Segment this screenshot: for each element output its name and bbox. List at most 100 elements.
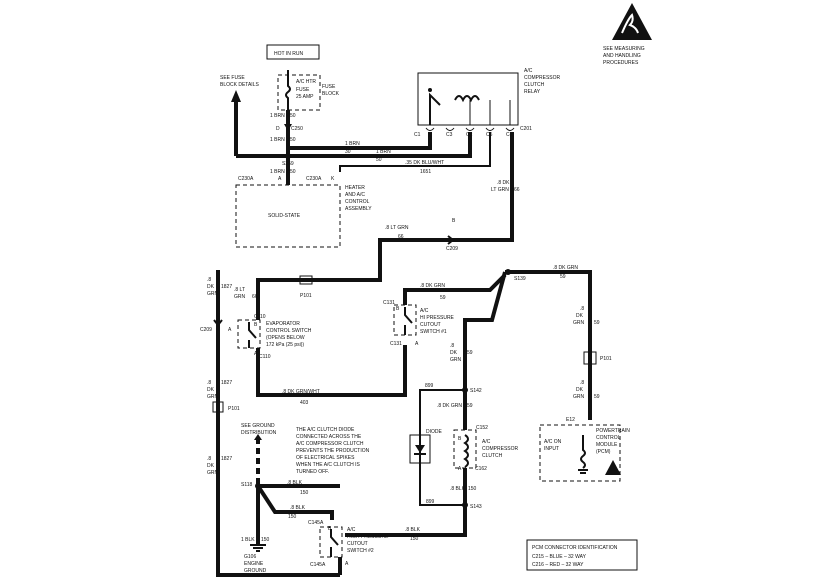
evaporator-switch bbox=[237, 319, 261, 349]
pcm-module bbox=[539, 424, 621, 482]
label-wires-a_l: A bbox=[228, 327, 232, 333]
label-wires-n1827a: 1827 bbox=[221, 284, 232, 290]
label-note-4: OF ELECTRICAL SPIKES bbox=[296, 455, 355, 461]
label-wires-c131_b: C131 bbox=[390, 341, 402, 347]
label-wires-n150d: 150 bbox=[288, 514, 297, 520]
label-relay-conn: C201 bbox=[520, 126, 532, 132]
esd-small-icon bbox=[605, 460, 621, 475]
label-pcm_conn-r1: C215 – BLUE – 32 WAY bbox=[532, 554, 587, 560]
fuse-symbol-icon bbox=[285, 70, 291, 110]
label-wires-a_hi: A bbox=[415, 341, 419, 347]
label-hipress2-3: SWITCH #2 bbox=[347, 548, 374, 554]
label-hipress-1: HI PRESSURE bbox=[420, 315, 455, 321]
fuse-label-2: FUSE bbox=[296, 87, 310, 93]
label-wires-n50a: 50 bbox=[290, 113, 296, 119]
fuse-block-label-1: FUSE bbox=[322, 84, 336, 90]
label-wires-c209l: C209 bbox=[200, 327, 212, 333]
label-diode: DIODE bbox=[426, 429, 443, 435]
label-wires-p101b: P101 bbox=[228, 406, 240, 412]
label-wires-k: K bbox=[331, 176, 335, 182]
label-clutch-2: CLUTCH bbox=[482, 453, 503, 459]
fuse-block-outline bbox=[277, 74, 321, 111]
label-wires-n59f: 59 bbox=[467, 403, 473, 409]
label-pcm-in1: A/C ON bbox=[544, 439, 562, 445]
label-clutch-0: A/C bbox=[482, 439, 491, 445]
label-wires-n30: 30 bbox=[345, 149, 351, 155]
label-wires-dkgrn_r2: DK bbox=[576, 313, 584, 319]
label-note-0: THE A/C CLUTCH DIODE bbox=[296, 427, 355, 433]
label-wires-dkgrn_l9: GRN bbox=[207, 470, 219, 476]
relay-coil-icon bbox=[454, 95, 480, 103]
hvac-control-assembly bbox=[235, 184, 341, 248]
label-wires-c110_t: C110 bbox=[254, 314, 266, 320]
label-hvac-l4: ASSEMBLY bbox=[345, 206, 372, 212]
label-wires-a: A bbox=[278, 176, 282, 182]
label-wires-dkgrn_m1: .8 bbox=[450, 343, 454, 349]
pcm-ground-icon bbox=[578, 469, 588, 474]
label-pcm-l3: MODULE bbox=[596, 442, 618, 448]
label-relay-pins-4: C4 bbox=[506, 132, 513, 138]
arrow-up-icon bbox=[231, 90, 241, 102]
label-evap-2: (OPENS BELOW bbox=[266, 335, 305, 341]
label-wires-dkgrn_l3: GRN bbox=[207, 291, 219, 297]
label-wires-n59e: 59 bbox=[467, 350, 473, 356]
label-wires-e12: E12 bbox=[566, 417, 575, 423]
label-wires-s142: S142 bbox=[470, 388, 482, 394]
label-wires-n59c: 59 bbox=[594, 320, 600, 326]
label-hipress-0: A/C bbox=[420, 308, 429, 314]
label-wires-blk_b: .8 BLK bbox=[290, 505, 306, 511]
diode-icon bbox=[415, 445, 425, 453]
label-note-1: CONNECTED ACROSS THE bbox=[296, 434, 362, 440]
label-wires-brn50b: 1 BRN bbox=[270, 137, 285, 143]
label-evap-0: EVAPORATOR bbox=[266, 321, 300, 327]
label-wires-ltgrn_l: .8 LT bbox=[234, 287, 245, 293]
label-wires-b_ev: B bbox=[254, 322, 258, 328]
label-hipress2-0: A/C bbox=[347, 527, 356, 533]
label-wires-c145a_t: C145A bbox=[308, 520, 324, 526]
label-wires-brn50c: 1 BRN bbox=[270, 169, 285, 175]
label-relay-l1: A/C bbox=[524, 68, 533, 74]
label-note-3: PREVENTS THE PRODUCTION bbox=[296, 448, 370, 454]
label-relay-pins-1: C3 bbox=[446, 132, 453, 138]
label-hvac-l2: AND A/C bbox=[345, 192, 365, 198]
label-hvac-l1: HEATER bbox=[345, 185, 365, 191]
label-wires-c162: C162 bbox=[475, 466, 487, 472]
see-fuse-line2: BLOCK DETAILS bbox=[220, 82, 259, 88]
label-wires-relay_brn: 1 BRN bbox=[345, 141, 360, 147]
label-wires-dkgrn_l5: DK bbox=[207, 387, 215, 393]
fuse-label-1: A/C HTR bbox=[296, 79, 316, 85]
label-wires-n66l: 66 bbox=[252, 294, 258, 300]
label-ground-l1: ENGINE bbox=[244, 561, 264, 567]
label-hipress2-1: HIGH PRESSURE bbox=[347, 534, 389, 540]
label-relay-l3: CLUTCH bbox=[524, 82, 545, 88]
label-wires-b_hp: B bbox=[328, 526, 332, 532]
label-wires-n1651: 1651 bbox=[420, 169, 431, 175]
label-pcm-l1: POWERTRAIN bbox=[596, 428, 630, 434]
label-wires-s139: S139 bbox=[514, 276, 526, 282]
label-wires-s143: S143 bbox=[470, 504, 482, 510]
fuse-block-label-2: BLOCK bbox=[322, 91, 340, 97]
engine-ground-icon bbox=[250, 544, 266, 552]
label-wires-d: D bbox=[276, 126, 280, 132]
label-note-6: TURNED OFF. bbox=[296, 469, 329, 475]
label-wires-ltgrn_l2: GRN bbox=[234, 294, 246, 300]
label-wires-dkgrn_l1: .8 bbox=[207, 277, 211, 283]
label-wires-dkgrn_l8: DK bbox=[207, 463, 215, 469]
label-wires-c250: C250 bbox=[291, 126, 303, 132]
label-wires-blk_a: .8 BLK bbox=[287, 480, 303, 486]
label-wires-n1827b: 1827 bbox=[221, 380, 232, 386]
label-wires-dkbluwht: .35 DK BLU/WHT bbox=[405, 160, 444, 166]
label-ground_dist-0: SEE GROUND bbox=[241, 423, 275, 429]
label-wires-n403: 403 bbox=[300, 400, 309, 406]
label-wires-p101c: P101 bbox=[600, 356, 612, 362]
relay-box bbox=[417, 72, 519, 126]
label-wires-dkgrn_r6: GRN bbox=[573, 394, 585, 400]
label-wires-b: B bbox=[452, 218, 456, 224]
label-pcm-in2: INPUT bbox=[544, 446, 559, 452]
label-relay-pins-3: C5 bbox=[486, 132, 493, 138]
hot-in-run-label: HOT IN RUN bbox=[274, 51, 303, 57]
esd-note-line1: SEE MEASURING bbox=[603, 46, 645, 52]
label-evap-1: CONTROL SWITCH bbox=[266, 328, 312, 334]
label-wires-n150c: 150 bbox=[300, 490, 309, 496]
